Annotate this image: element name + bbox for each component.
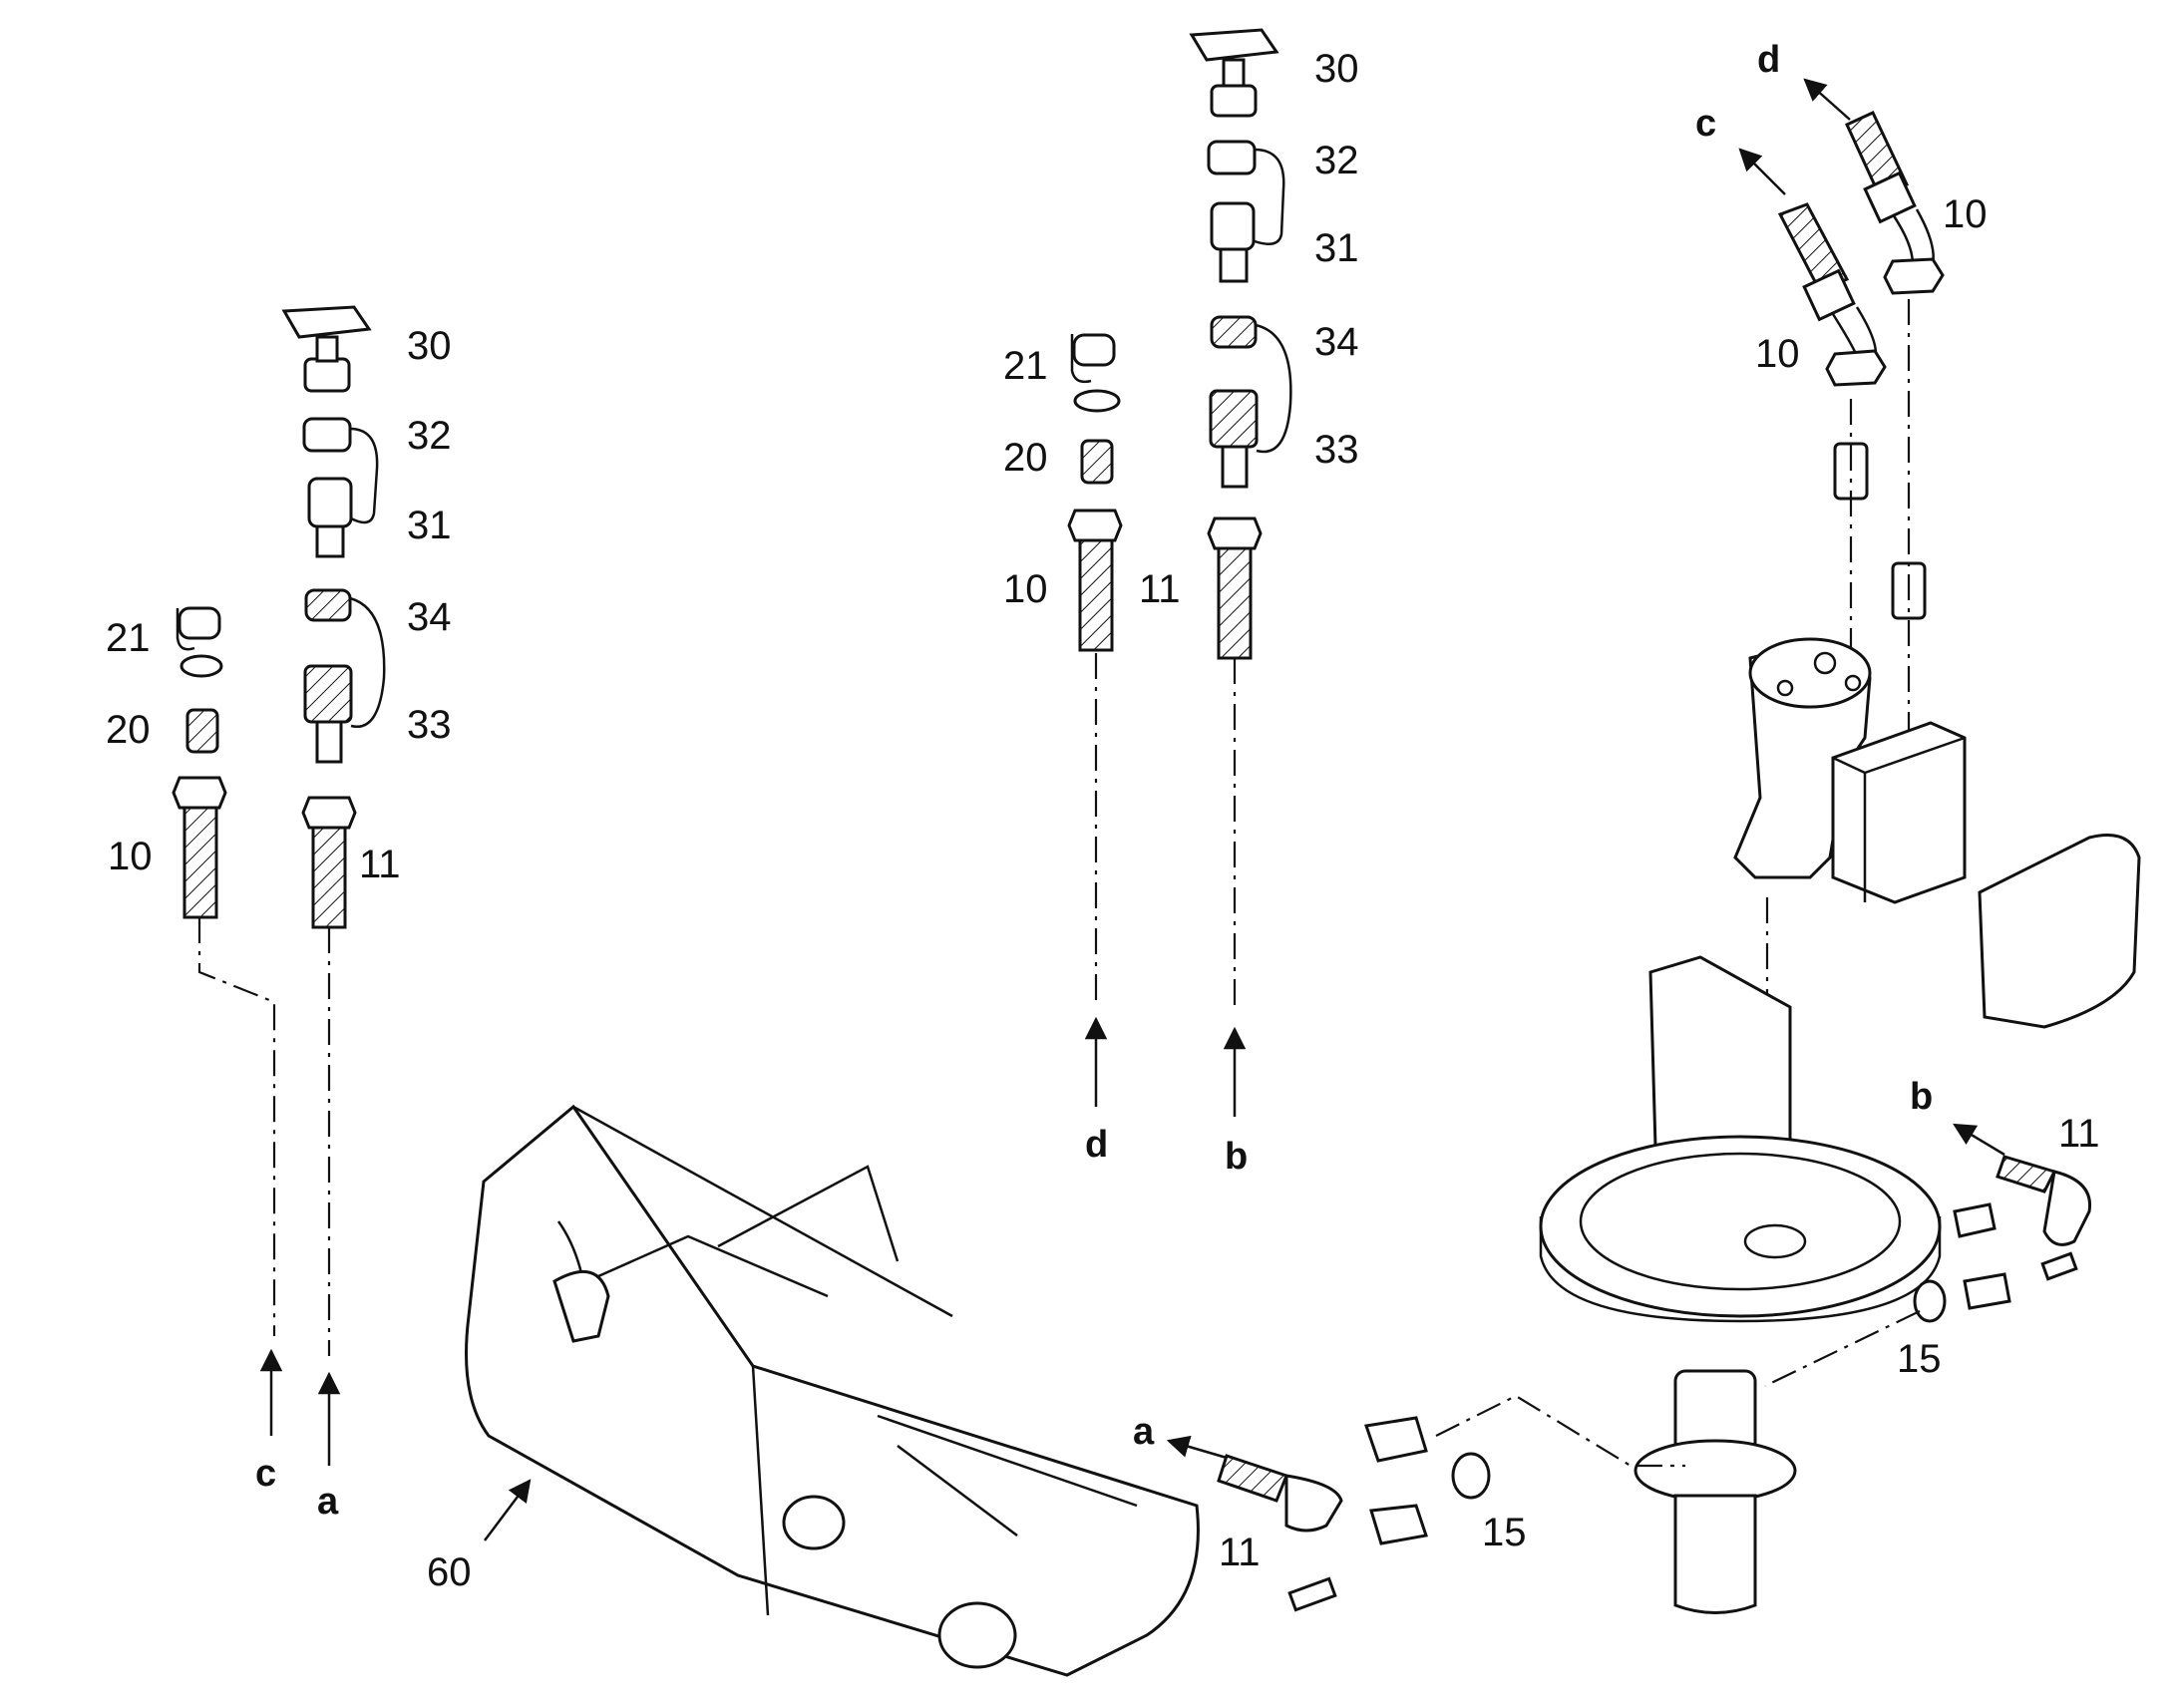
label-mid-34: 34 [1314,320,1359,364]
label-left-21: 21 [106,616,151,660]
label-left-32: 32 [407,414,452,458]
label-right-10-lower: 10 [1755,332,1800,376]
label-left-31: 31 [407,504,452,547]
label-right-10-upper: 10 [1943,192,1988,236]
part-11-hose-left [301,796,357,929]
leader-c-left [197,917,276,1336]
right-fittings [1764,1123,2092,1387]
label-right-11: 11 [2058,1112,2100,1156]
label-mid-31: 31 [1314,226,1359,270]
letter-b-mid: b [1225,1136,1248,1178]
letter-a-left: a [317,1481,339,1523]
slewing-ring-assembly [1539,955,1942,1323]
part-10-hose-c [1777,202,1887,387]
part-34-33-coupler [303,588,386,764]
label-left-11: 11 [359,843,401,886]
part-32-31-plug [302,417,379,558]
label-mid-11: 11 [1139,567,1181,611]
label-mid-33: 33 [1314,428,1359,472]
split-flange-4 [1369,1504,1428,1545]
part-34-33-coupler-mid [1209,315,1292,489]
part-21-20-10-mid [1067,333,1123,652]
o-ring-15-bottom [1451,1452,1491,1500]
part-32-31-plug-mid [1207,140,1285,283]
label-right-15: 15 [1897,1337,1942,1381]
rotary-joint-assembly [1733,111,2141,1316]
letter-c-top: c [1695,103,1716,145]
leader-15-bottom [1435,1394,1685,1468]
arrow-c-top [1738,148,1786,195]
part-11-hose-mid [1207,516,1263,660]
boom-structure [465,1104,1200,1677]
label-mid-10: 10 [1003,567,1048,611]
part-30-cap-plate [281,305,372,393]
left-fitting-assembly [172,305,386,1466]
arrow-60 [484,1479,532,1541]
label-bottom-60: 60 [427,1550,472,1594]
label-bottom-11: 11 [1219,1531,1261,1574]
middle-fitting-assembly [1067,28,1292,1117]
label-left-10: 10 [108,835,153,878]
label-mid-21: 21 [1003,344,1048,388]
split-flange-3 [1364,1416,1428,1463]
part-30-cap-plate-mid [1189,28,1279,118]
label-bottom-15: 15 [1482,1511,1527,1554]
label-left-20: 20 [106,708,151,752]
rotary-joint-body [1733,637,1967,904]
bottom-fittings [1166,1394,1685,1612]
bolt-bottom [1287,1576,1337,1612]
label-mid-30: 30 [1314,47,1359,91]
label-left-30: 30 [407,324,452,368]
connector-plug [552,1270,610,1343]
connection-letters: c a d b c d b a [255,39,1933,1523]
arrow-d-top [1803,78,1851,121]
part-10-hose-d [1845,111,1945,295]
split-flange-1 [1953,1202,1997,1238]
part-21-20-10-left [172,606,227,919]
label-mid-20: 20 [1003,436,1048,480]
o-ring-15-right [1913,1279,1947,1323]
part-11-hose-bottom [1217,1454,1288,1503]
label-left-34: 34 [407,595,452,639]
label-left-33: 33 [407,703,452,747]
letter-a-bottom: a [1133,1411,1155,1453]
arrow-b-right [1953,1123,2005,1157]
bolt-right [2040,1251,2078,1281]
letter-b-right: b [1910,1076,1933,1118]
part-11-hose-right [1996,1155,2057,1194]
part-number-labels: 30 32 31 34 33 21 20 10 11 30 32 31 34 3… [106,47,2100,1594]
arrow-a-bottom [1166,1435,1228,1460]
label-mid-32: 32 [1314,139,1359,182]
letter-d-top: d [1757,39,1780,81]
letter-d-mid: d [1085,1124,1108,1166]
split-flange-2 [1963,1272,2011,1310]
leader-15-right [1764,1310,1921,1387]
guard-cover [1978,834,2141,1029]
swivel-shaft [1634,1369,1797,1614]
letter-c-left: c [255,1453,276,1495]
